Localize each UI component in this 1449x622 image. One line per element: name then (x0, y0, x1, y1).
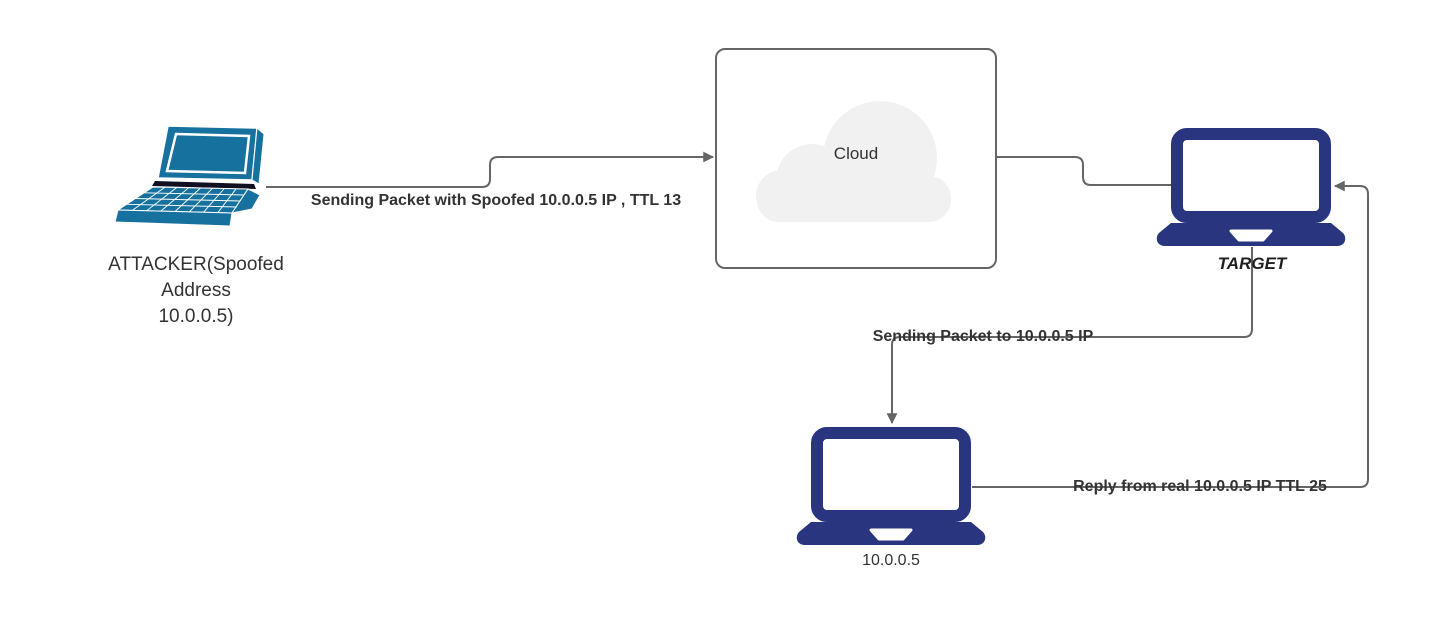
target-label: TARGET (1217, 254, 1287, 273)
edge-reply (972, 180, 1369, 488)
attacker-label-line3: 10.0.0.5) (158, 306, 234, 327)
real-host-laptop-icon (795, 427, 987, 547)
attacker-label-line2: Address (161, 280, 231, 301)
cloud-box (715, 48, 997, 269)
attacker-label: ATTACKER(Spoofed Address 10.0.0.5) (108, 252, 284, 330)
attacker-label-line1: ATTACKER(Spoofed (108, 254, 284, 275)
cloud-label: Cloud (833, 144, 879, 163)
edge-spoofed-packet (266, 151, 715, 188)
cloud-icon (756, 101, 951, 222)
edge-label-to-real: Sending Packet to 10.0.0.5 IP (872, 328, 1094, 345)
real-host-label: 10.0.0.5 (862, 552, 920, 569)
edge-label-reply: Reply from real 10.0.0.5 IP TTL 25 (1073, 478, 1327, 495)
edge-target-to-real (886, 247, 1253, 425)
edge-label-spoofed-packet: Sending Packet with Spoofed 10.0.0.5 IP … (310, 192, 682, 209)
target-laptop-icon (1155, 128, 1347, 248)
edge-cloud-to-target (997, 156, 1172, 186)
attacker-laptop-icon (114, 125, 265, 227)
